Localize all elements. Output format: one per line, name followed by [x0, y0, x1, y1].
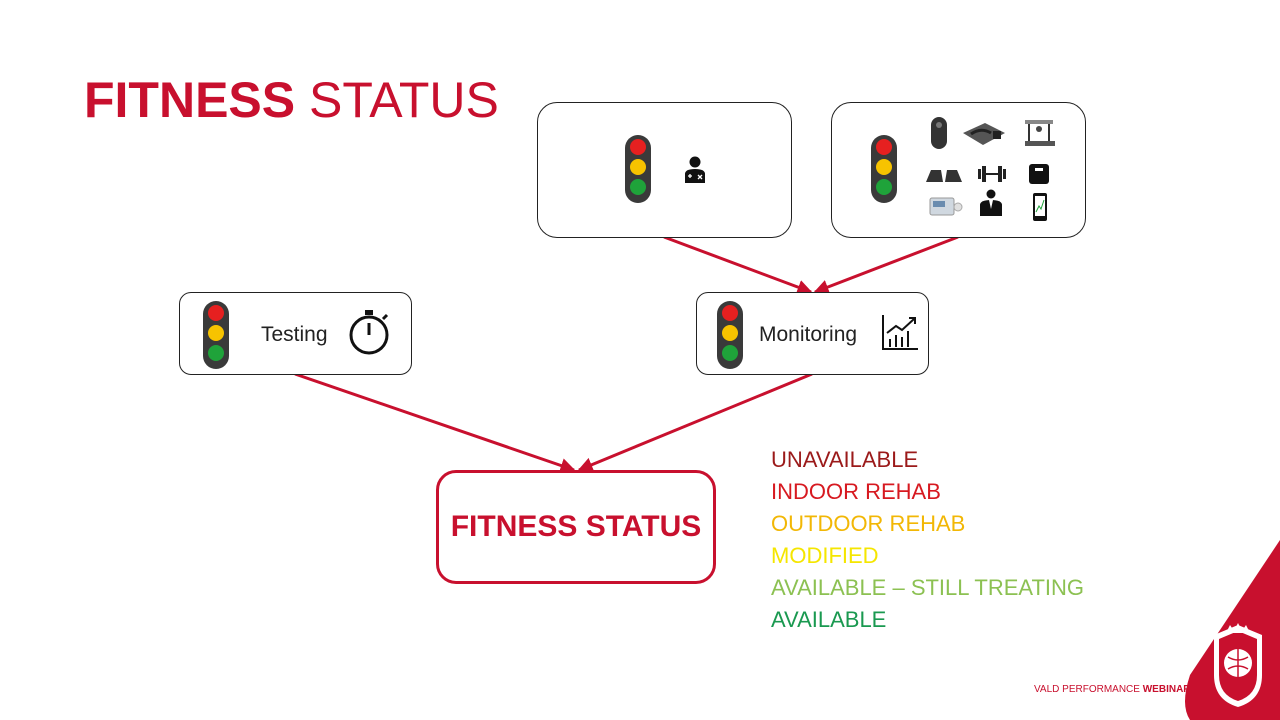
page-title: FITNESS STATUS	[84, 70, 499, 130]
traffic-light	[625, 135, 651, 203]
footer-bold: WEBINAR	[1142, 684, 1191, 695]
ankle-brace-icon	[926, 170, 962, 182]
lamp-green	[722, 345, 738, 361]
testing-label: Testing	[261, 323, 328, 346]
status-unavailable: UNAVAILABLE	[771, 447, 919, 472]
arrow-medical-to-monitoring	[663, 235, 813, 295]
lamp-red	[876, 139, 892, 155]
status-modified: MODIFIED	[771, 543, 879, 568]
medical-input-box	[537, 102, 792, 238]
fitness-status-box: FITNESS STATUS	[436, 470, 716, 584]
smartphone-icon	[1033, 193, 1047, 221]
measuring-device-icon	[929, 197, 963, 216]
traffic-light	[717, 301, 743, 369]
monitoring-box: Monitoring	[696, 292, 929, 375]
lamp-yellow	[630, 159, 646, 175]
arrow-testing-to-final	[294, 372, 576, 473]
treadmill-icon	[1025, 120, 1055, 146]
lamp-red	[630, 139, 646, 155]
status-indoor-rehab: INDOOR REHAB	[771, 479, 941, 504]
status-levels-list: UNAVAILABLE INDOOR REHAB OUTDOOR REHAB M…	[771, 444, 1084, 636]
title-bold: FITNESS	[84, 72, 296, 128]
dumbbell-icon	[978, 166, 1006, 182]
traffic-light	[203, 301, 229, 369]
medical-staff-icon	[685, 156, 705, 183]
lamp-green	[630, 179, 646, 195]
fitness-status-label: FITNESS STATUS	[450, 510, 702, 543]
arrow-devices-to-monitoring	[813, 235, 959, 295]
title-light: STATUS	[295, 72, 499, 128]
lamp-yellow	[876, 159, 892, 175]
traffic-light	[871, 135, 897, 203]
footer-text: VALD PERFORMANCE WEBINAR	[1034, 684, 1191, 695]
monitoring-label: Monitoring	[759, 323, 858, 346]
devices-input-box	[831, 102, 1086, 238]
status-available-still-treating: AVAILABLE – STILL TREATING	[771, 575, 1085, 600]
lamp-yellow	[722, 325, 738, 341]
lamp-green	[876, 179, 892, 195]
lamp-yellow	[208, 325, 224, 341]
force-plate-icon	[963, 123, 1005, 145]
wearable-sensor-icon	[931, 117, 947, 149]
growth-chart-icon	[882, 315, 918, 350]
status-outdoor-rehab: OUTDOOR REHAB	[771, 511, 966, 536]
testing-box: Testing	[179, 292, 412, 375]
status-available: AVAILABLE	[771, 607, 887, 632]
coach-icon	[980, 189, 1002, 216]
scale-icon	[1029, 164, 1049, 184]
lamp-green	[208, 345, 224, 361]
lamp-red	[722, 305, 738, 321]
lamp-red	[208, 305, 224, 321]
arrow-monitoring-to-final	[577, 372, 813, 472]
stopwatch-icon	[349, 310, 389, 355]
club-crest-logo	[1185, 540, 1280, 720]
footer-normal: VALD PERFORMANCE	[1034, 684, 1143, 695]
